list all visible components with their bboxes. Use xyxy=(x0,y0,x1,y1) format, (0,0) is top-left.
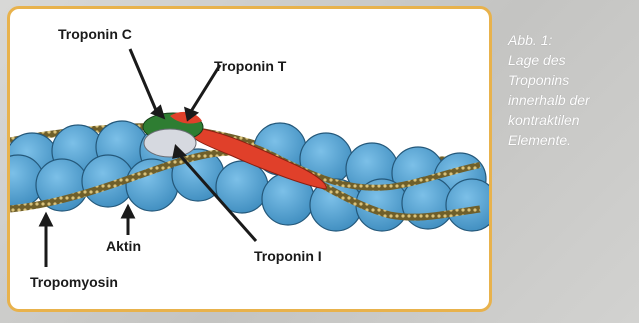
troponin-c-pointer xyxy=(130,49,158,115)
caption-line: Abb. 1: xyxy=(508,30,634,50)
caption-line: Lage des xyxy=(508,50,634,70)
aktin-arrowhead xyxy=(123,207,133,217)
figure-caption: Abb. 1: Lage des Troponins innerhalb der… xyxy=(508,30,634,150)
label-troponin-c: Troponin C xyxy=(58,26,132,42)
label-aktin: Aktin xyxy=(106,238,141,254)
label-tropomyosin: Tropomyosin xyxy=(30,274,118,290)
caption-line: kontraktilen xyxy=(508,110,634,130)
figure-frame: Troponin C Troponin T Troponin I Aktin T… xyxy=(7,6,492,312)
troponin-diagram: Troponin C Troponin T Troponin I Aktin T… xyxy=(10,9,489,309)
troponin-i-shape xyxy=(144,129,196,157)
caption-line: innerhalb der xyxy=(508,90,634,110)
caption-line: Troponins xyxy=(508,70,634,90)
label-troponin-i: Troponin I xyxy=(254,248,322,264)
caption-line: Elemente. xyxy=(508,130,634,150)
label-troponin-t: Troponin T xyxy=(214,58,287,74)
tropomyosin-arrowhead xyxy=(41,215,51,225)
